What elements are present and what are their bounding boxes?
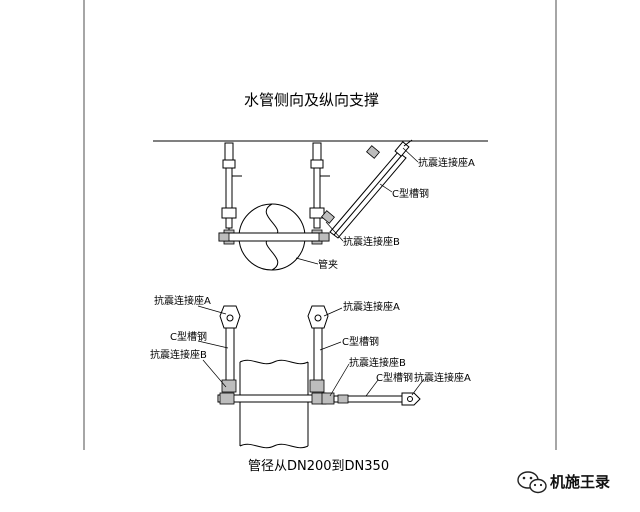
left-longitudinal-hanger bbox=[219, 305, 241, 393]
watermark-text: 机施王录 bbox=[550, 473, 610, 491]
side-view: 抗震连接座A C型槽钢 抗震连接座B 管夹 bbox=[218, 139, 475, 271]
label-c-channel: C型槽钢 bbox=[392, 187, 429, 200]
left-hanger bbox=[221, 142, 242, 245]
label-brace-connector-b: 抗震连接座B bbox=[349, 356, 406, 369]
drawing-caption: 管径从DN200到DN350 bbox=[248, 459, 389, 474]
diagonal-brace bbox=[321, 139, 413, 239]
label-right-c-channel: C型槽钢 bbox=[342, 335, 379, 348]
label-left-c-channel: C型槽钢 bbox=[170, 330, 207, 343]
label-brace-connector-a: 抗震连接座A bbox=[414, 371, 471, 384]
watermark: 机施王录 bbox=[517, 471, 610, 494]
pipe-clamp bbox=[218, 232, 330, 242]
label-left-connector-a: 抗震连接座A bbox=[154, 294, 211, 307]
pipe-body bbox=[239, 359, 309, 449]
right-longitudinal-hanger bbox=[307, 305, 329, 393]
label-left-connector-b: 抗震连接座B bbox=[150, 348, 207, 361]
label-connector-b: 抗震连接座B bbox=[343, 235, 400, 248]
label-pipe-clamp: 管夹 bbox=[318, 258, 338, 271]
wechat-logo-icon bbox=[517, 471, 547, 494]
longitudinal-view: 抗震连接座A C型槽钢 抗震连接座B 抗震连接座A C型槽钢 抗震连接座B C型… bbox=[150, 294, 471, 449]
label-right-connector-a: 抗震连接座A bbox=[343, 300, 400, 313]
longitudinal-brace bbox=[333, 392, 421, 406]
drawing-title: 水管侧向及纵向支撑 bbox=[244, 91, 379, 109]
label-connector-a: 抗震连接座A bbox=[418, 156, 475, 169]
right-hanger bbox=[309, 142, 330, 245]
label-brace-c-channel: C型槽钢 bbox=[376, 371, 413, 384]
longitudinal-bar bbox=[217, 392, 335, 405]
